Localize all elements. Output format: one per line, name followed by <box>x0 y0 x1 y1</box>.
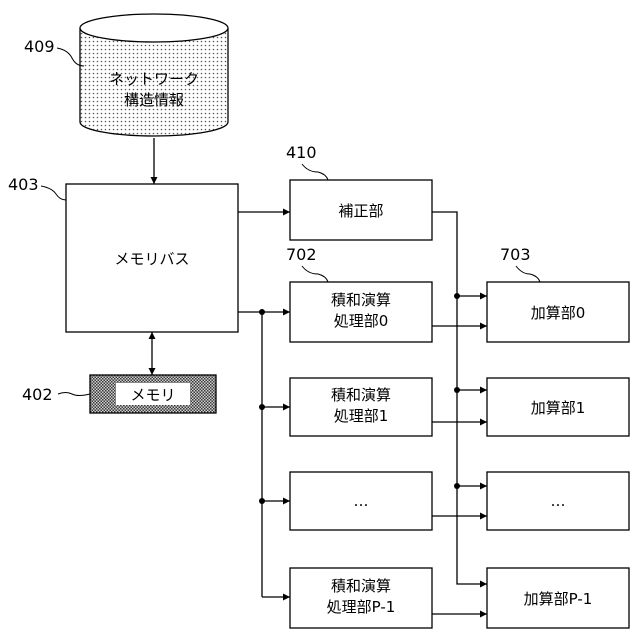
ref-leader-memory-bus <box>41 186 66 200</box>
ref-adder-group: 703 <box>500 245 531 264</box>
mac-unit-1-label-line2: 処理部1 <box>334 407 389 425</box>
mac-unit-1-label-line1: 積和演算 <box>331 386 391 404</box>
arrow-correction-to-adder-last <box>432 212 487 584</box>
mac-unit-last-label-line1: 積和演算 <box>331 577 391 595</box>
ref-memory-bus: 403 <box>8 175 39 194</box>
ref-leader-adder-group <box>516 266 540 282</box>
mac-unit-last-label-line2: 処理部P-1 <box>327 598 396 616</box>
correction-unit-label: 補正部 <box>338 202 383 220</box>
mac-unit-ellipsis-label: … <box>354 492 369 510</box>
memory-bus-label: メモリバス <box>114 250 189 268</box>
ref-mac-group: 702 <box>286 245 317 264</box>
ref-leader-mac-group <box>302 266 328 282</box>
bus-distribution-line <box>238 312 262 597</box>
ref-memory: 402 <box>22 385 53 404</box>
network-structure-database: ネットワーク 構造情報 <box>80 14 228 136</box>
adder-1-label: 加算部1 <box>531 399 586 417</box>
ref-network-db: 409 <box>24 37 55 56</box>
network-db-label-line2: 構造情報 <box>124 91 184 109</box>
adder-ellipsis-label: … <box>551 492 566 510</box>
adder-last-label: 加算部P-1 <box>524 590 593 608</box>
mac-unit-0-label-line1: 積和演算 <box>331 291 391 309</box>
adder-0-label: 加算部0 <box>531 304 586 322</box>
network-db-label-line1: ネットワーク <box>109 70 199 88</box>
ref-correction: 410 <box>286 143 317 162</box>
memory-label: メモリ <box>130 386 175 404</box>
ref-leader-correction <box>302 164 328 180</box>
ref-leader-memory <box>58 393 90 396</box>
mac-unit-0-label-line2: 処理部0 <box>334 312 389 330</box>
